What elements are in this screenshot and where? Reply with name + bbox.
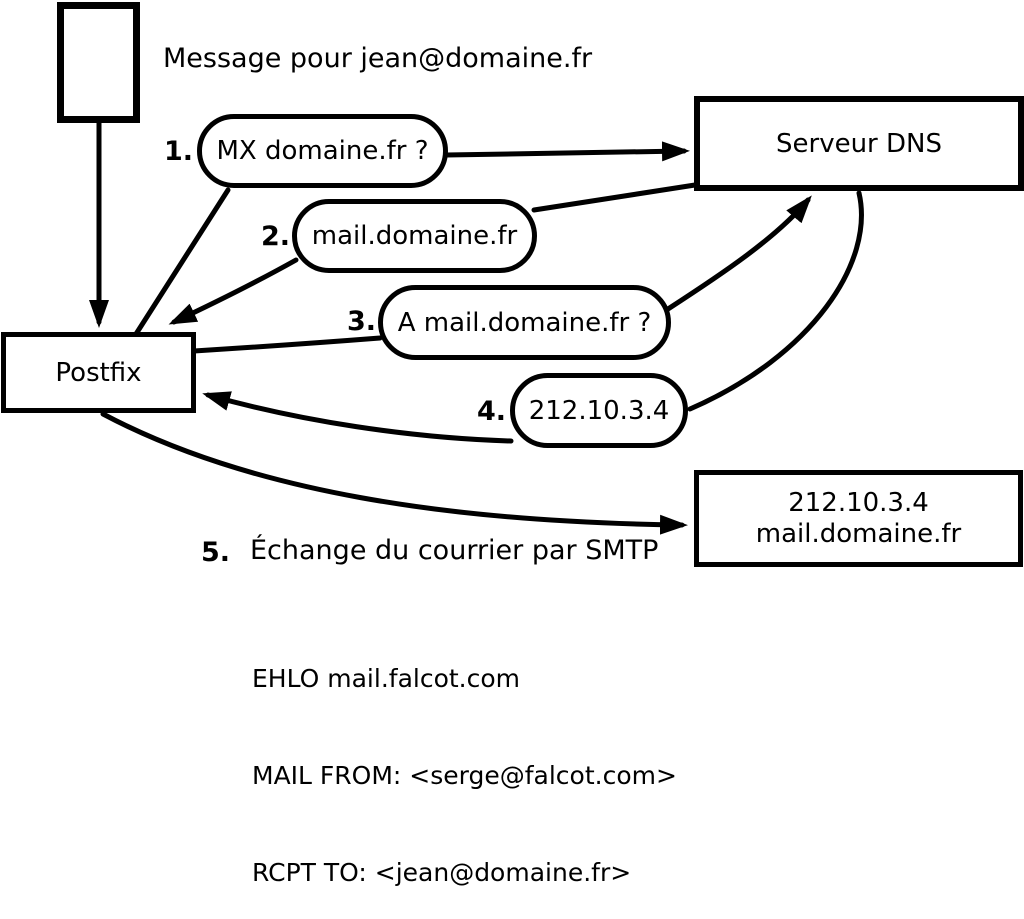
step-4-answer-label: 212.10.3.4 — [528, 395, 670, 426]
node-dns-server-label: Serveur DNS — [776, 128, 942, 159]
step-5-label: Échange du courrier par SMTP — [250, 535, 659, 566]
step-1-number: 1. — [163, 136, 193, 167]
edge-a-query-to-dns — [665, 195, 812, 312]
node-mail-server-hostname: mail.domaine.fr — [755, 518, 962, 549]
step-1-query-label: MX domaine.fr ? — [216, 136, 429, 166]
edge-mx-answer-to-postfix — [168, 257, 299, 325]
step-4-number: 4. — [476, 396, 506, 427]
node-dns-server: Serveur DNS — [694, 96, 1024, 191]
step-2-answer-label: mail.domaine.fr — [311, 221, 518, 251]
edge-mx-query-to-dns — [443, 141, 690, 162]
step-1-query-pill: MX domaine.fr ? — [197, 114, 448, 188]
step-3-query-pill: A mail.domaine.fr ? — [378, 285, 671, 360]
message-envelope — [57, 2, 140, 123]
message-caption: Message pour jean@domaine.fr — [163, 43, 593, 74]
edge-a-answer-to-postfix — [202, 391, 514, 444]
step-4-answer-pill: 212.10.3.4 — [510, 373, 688, 448]
step-2-answer-pill: mail.domaine.fr — [292, 199, 537, 273]
step-5-number: 5. — [200, 537, 230, 568]
edge-postfix-to-mailserver — [100, 411, 688, 535]
edge-postfix-to-a-query — [191, 335, 383, 354]
edge-postfix-to-mx-query — [133, 187, 231, 337]
node-mail-server: 212.10.3.4 mail.domaine.fr — [694, 470, 1023, 567]
step-2-number: 2. — [260, 221, 290, 252]
step-3-number: 3. — [346, 306, 376, 337]
smtp-line: MAIL FROM: <serge@falcot.com> — [252, 761, 677, 791]
edge-dns-to-mx-answer — [531, 182, 698, 213]
smtp-line: RCPT TO: <jean@domaine.fr> — [252, 858, 632, 888]
step-3-query-label: A mail.domaine.fr ? — [397, 307, 652, 338]
edge-dns-to-a-answer — [687, 190, 864, 412]
node-mail-server-ip: 212.10.3.4 — [788, 487, 929, 518]
smtp-session-transcript: EHLO mail.falcot.com MAIL FROM: <serge@f… — [252, 598, 677, 919]
node-postfix: Postfix — [1, 332, 196, 413]
smtp-line: EHLO mail.falcot.com — [252, 663, 521, 693]
node-postfix-label: Postfix — [55, 357, 142, 388]
